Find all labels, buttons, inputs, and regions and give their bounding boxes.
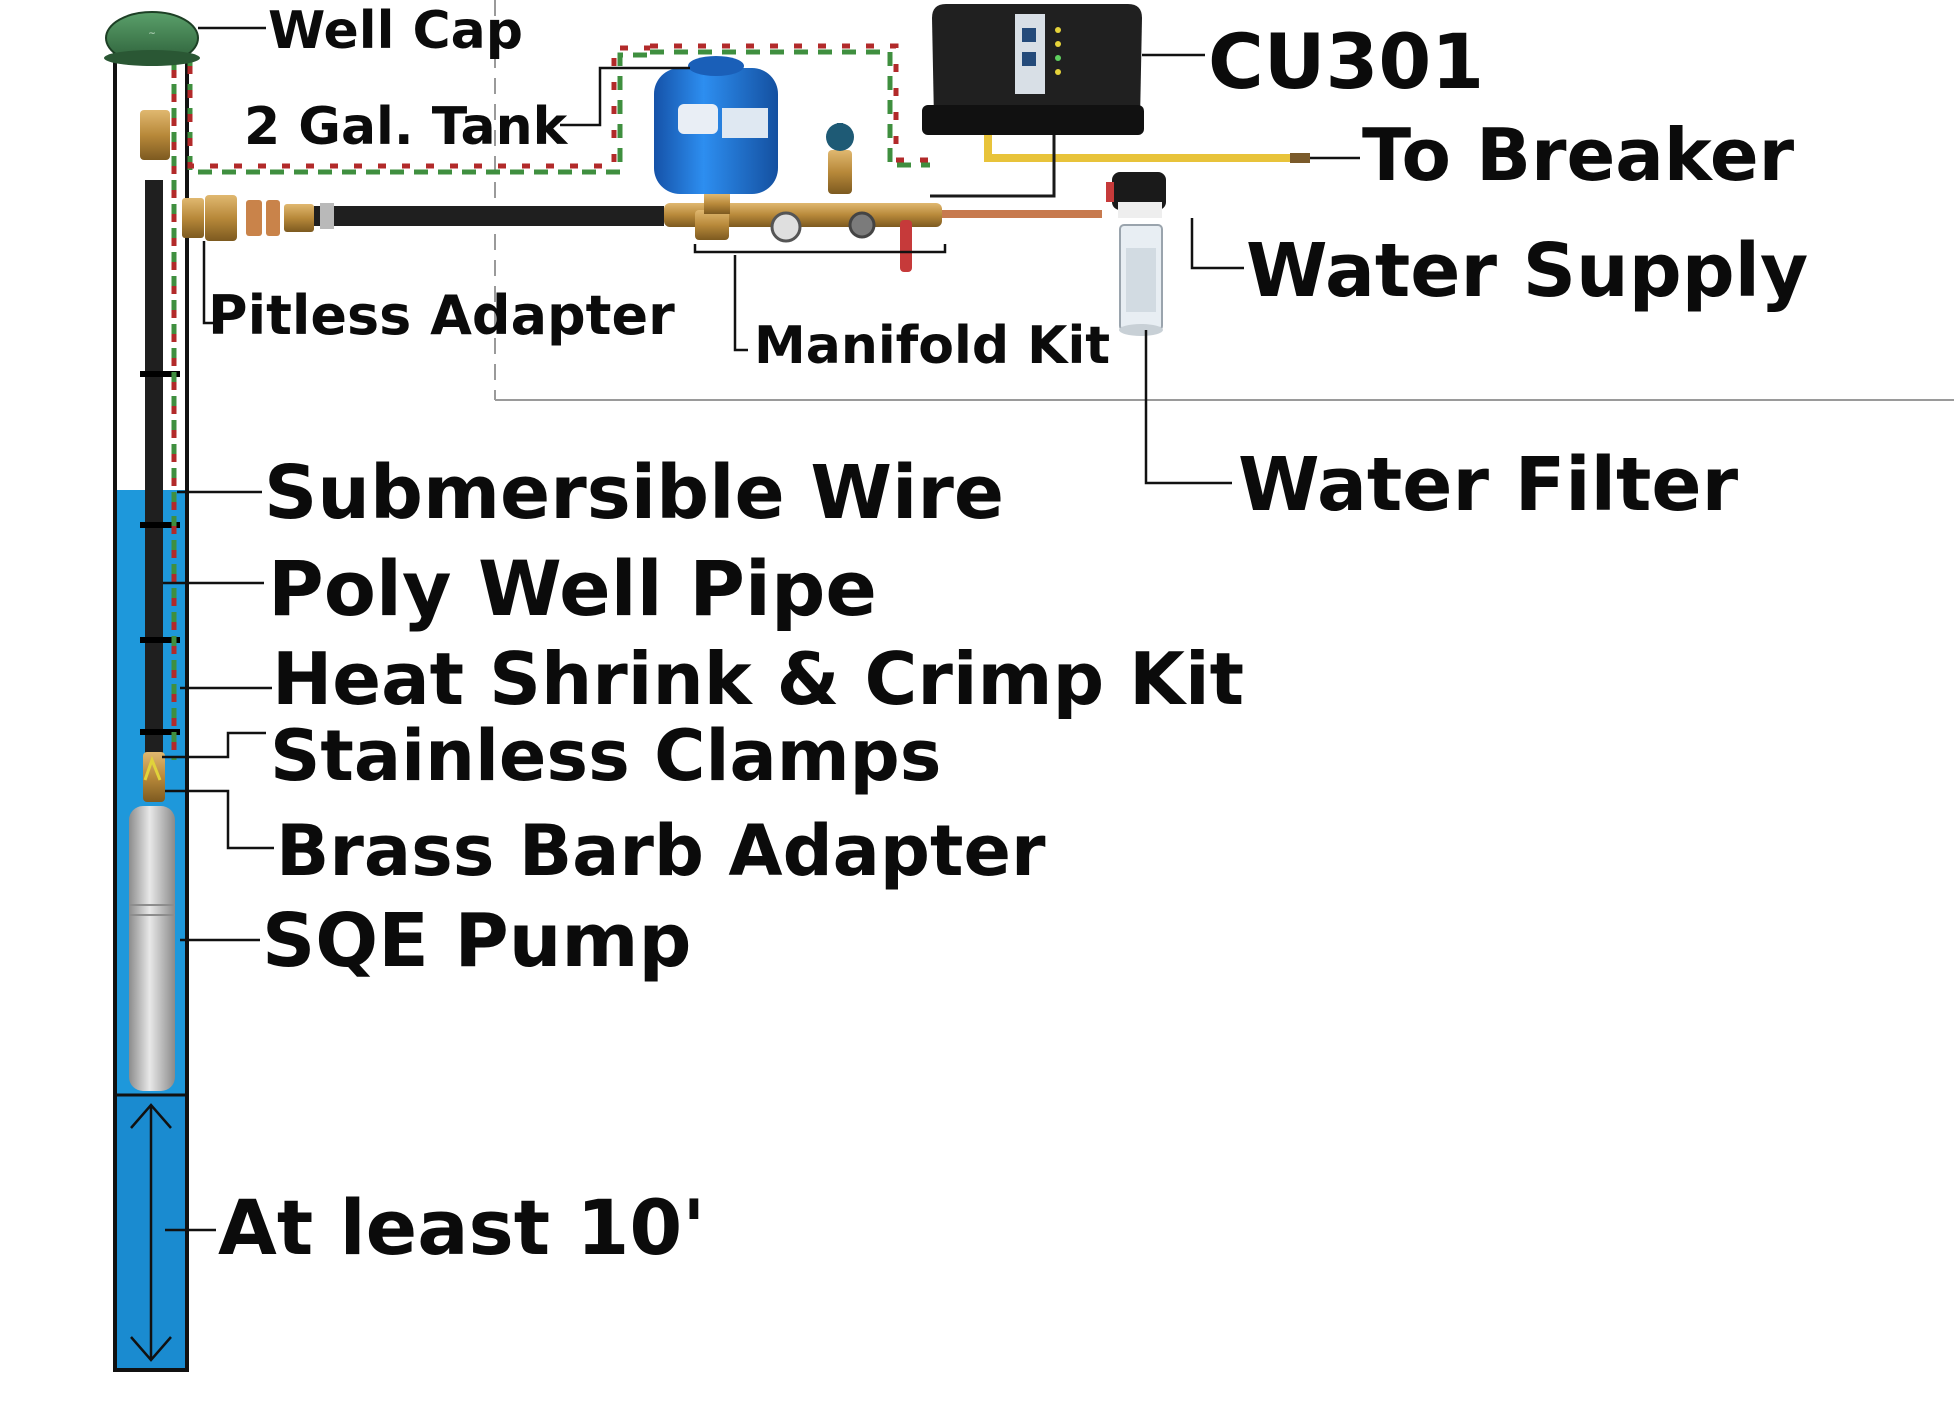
label-cu301: CU301 [1208,17,1484,106]
pipe-clamp [320,203,334,229]
pressure-tank [654,56,778,214]
label-water-filter: Water Filter [1238,442,1739,528]
submersible-wire [171,43,930,760]
label-stainless-clamps: Stainless Clamps [270,715,941,797]
well-cap: ~ [104,11,200,66]
sqe-pump [129,752,175,1091]
svg-text:~: ~ [148,29,156,39]
label-sqe-pump: SQE Pump [262,898,692,984]
labels: Well Cap 2 Gal. Tank CU301 To Breaker Wa… [208,1,1808,1272]
tank-label [722,108,768,138]
pressure-gauge [770,211,802,243]
depth-arrow [130,1103,172,1362]
water-filter [1106,172,1166,336]
label-well-cap: Well Cap [268,1,523,61]
poly-well-pipe [145,180,163,760]
manifold [664,123,942,272]
manifold-bracket [693,244,947,254]
label-submersible-wire: Submersible Wire [264,450,1004,536]
label-heat-shrink: Heat Shrink & Crimp Kit [272,637,1244,721]
label-min-submersion: At least 10' [218,1183,706,1272]
label-brass-barb-adapter: Brass Barb Adapter [276,810,1046,892]
discharge-pipe [314,206,664,226]
hose-bib [848,211,876,239]
label-manifold-kit: Manifold Kit [754,316,1110,376]
label-to-breaker: To Breaker [1362,113,1795,197]
pitless-adapter [182,195,314,241]
relief-valve [828,150,852,194]
cu301-controller [922,4,1144,135]
label-tank: 2 Gal. Tank [244,97,569,157]
leader-lines [162,26,1360,1232]
label-water-supply: Water Supply [1246,228,1808,314]
drain-valve-handle [900,220,912,272]
guide-lines [494,0,1954,401]
label-pitless-adapter: Pitless Adapter [208,284,675,347]
tank-logo [678,104,718,134]
breaker-cable [930,135,1310,198]
label-poly-well-pipe: Poly Well Pipe [268,544,877,633]
copper-line [942,210,1102,218]
pitless-fitting-top [140,110,170,160]
